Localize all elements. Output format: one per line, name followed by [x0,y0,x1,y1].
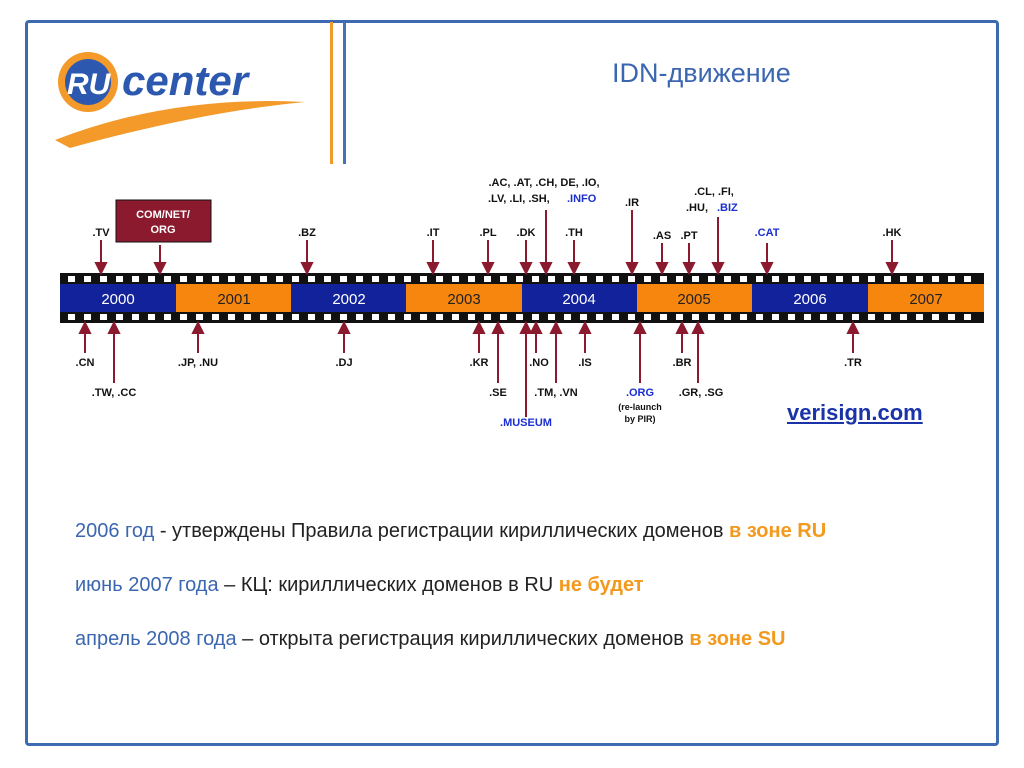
note-text: открыта регистрация кириллических домено… [258,628,690,650]
label-ac-at: .AC, .AT, .CH, DE, .IO, [488,177,599,189]
year-segment-2007 [868,284,984,312]
label-ir: .IR [625,197,639,209]
note-sep: – [218,574,241,596]
svg-text:RU: RU [67,68,112,101]
label-th: .TH [565,227,583,239]
year-segment-2001 [176,284,291,312]
divider-blue [343,22,346,164]
page-title: IDN-движение [612,58,791,88]
label-pt: .PT [680,230,697,242]
note-2006: 2006 год - утверждены Правила регистраци… [75,520,826,543]
year-label-2003: 2003 [447,291,480,308]
domain-timeline: 2000 2001 2002 2003 2004 2005 2006 2007 [60,177,984,427]
label-cn: .CN [76,357,95,369]
year-label-2005: 2005 [677,291,710,308]
film-holes-bottom [68,314,971,320]
note-highlight: в зоне SU [689,628,786,650]
label-dk: .DK [517,227,536,239]
label-relaunch: (re-launch [618,402,662,412]
note-sep: - [154,520,173,542]
note-text: КЦ: кириллических доменов в RU [240,574,559,596]
label-no: .NO [529,357,549,369]
label-hk: .HK [883,227,902,239]
note-highlight: не будет [558,574,644,596]
year-segment-2006 [752,284,868,312]
top-arrows [94,210,899,276]
note-date: июнь 2007 года [75,574,219,596]
label-dj: .DJ [335,357,352,369]
label-by-pir: by PIR) [624,414,655,424]
year-segment-2000 [60,284,176,312]
year-segment-2003 [406,284,522,312]
label-biz: .BIZ [717,202,738,214]
svg-text:center: center [122,57,251,104]
label-kr: .KR [470,357,489,369]
label-hu: .HU, [686,202,708,214]
label-org-relaunch: .ORG [626,387,654,399]
label-cl-fi: .CL, .FI, [694,186,734,198]
year-segment-2002 [291,284,406,312]
label-pl: .PL [479,227,496,239]
year-label-2004: 2004 [562,291,595,308]
label-as: .AS [653,230,671,242]
slide-frame [25,20,999,746]
label-tr: .TR [844,357,862,369]
com-net-org-box [115,199,212,243]
note-highlight: в зоне RU [729,520,827,542]
label-com-net: COM/NET/ [136,209,190,221]
year-segment-2005 [637,284,752,312]
year-label-2007: 2007 [909,291,942,308]
label-is: .IS [578,357,591,369]
divider-orange [330,22,333,164]
label-info: .INFO [567,193,597,205]
label-it: .IT [427,227,440,239]
label-cat: .CAT [755,227,780,239]
note-2008: апрель 2008 года – открыта регистрация к… [75,628,785,651]
label-org: ORG [150,224,175,236]
year-label-2002: 2002 [332,291,365,308]
label-museum: .MUSEUM [500,417,552,427]
label-jp-nu: .JP, .NU [178,357,218,369]
verisign-link[interactable]: verisign.com [787,400,923,425]
label-tv: .TV [92,227,110,239]
film-holes-top [68,276,971,282]
note-sep: – [236,628,259,650]
year-label-2001: 2001 [217,291,250,308]
ru-center-logo: RU center [55,52,305,148]
note-2007: июнь 2007 года – КЦ: кириллических домен… [75,574,644,597]
note-text: утверждены Правила регистрации кирилличе… [172,520,730,542]
label-gr-sg: .GR, .SG [679,387,724,399]
bottom-arrows [78,320,860,417]
year-segment-2004 [522,284,637,312]
year-label-2000: 2000 [101,291,134,308]
note-date: 2006 год [75,520,155,542]
label-tw-cc: .TW, .CC [92,387,137,399]
note-date: апрель 2008 года [75,628,237,650]
year-label-2006: 2006 [793,291,826,308]
label-se: .SE [489,387,507,399]
label-bz: .BZ [298,227,316,239]
label-lv-li-sh: .LV, .LI, .SH, [488,193,550,205]
label-br: .BR [673,357,692,369]
label-tm-vn: .TM, .VN [534,387,577,399]
